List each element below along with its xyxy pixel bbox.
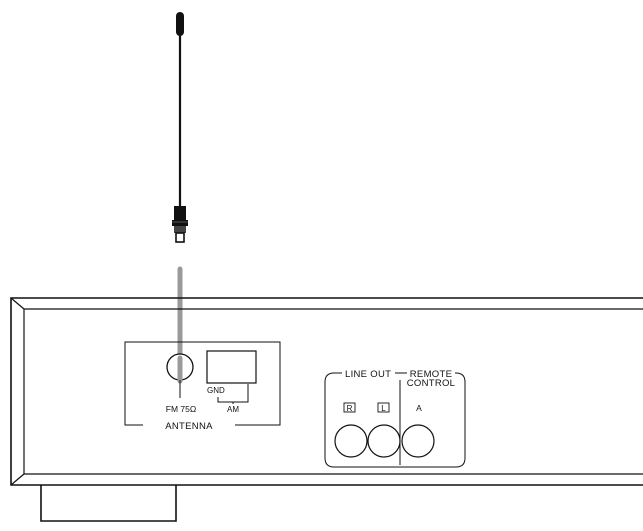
am-antenna-terminal[interactable] xyxy=(206,350,257,384)
line-out-left-jack[interactable] xyxy=(367,424,401,458)
right-channel-label: R xyxy=(347,404,353,413)
remote-label-line2: CONTROL xyxy=(407,378,456,389)
remote-control-jack[interactable] xyxy=(401,424,435,458)
line-out-label: LINE OUT xyxy=(345,369,391,380)
left-channel-badge xyxy=(377,402,390,413)
am-label: AM xyxy=(227,405,239,414)
fm-jack-label: FM 75Ω xyxy=(166,404,196,414)
right-channel-badge xyxy=(343,402,356,413)
left-channel-label: L xyxy=(381,404,386,413)
output-section: LINE OUT REMOTE CONTROL R L A xyxy=(324,369,466,468)
line-out-right-jack[interactable] xyxy=(334,424,368,458)
antenna-section: ANTENNA FM 75Ω GND AM xyxy=(124,341,281,432)
unit-rear-panel xyxy=(10,297,643,522)
remote-label-line1: REMOTE xyxy=(410,369,452,380)
fm-antenna xyxy=(172,12,188,384)
unit-foot xyxy=(40,485,177,522)
antenna-section-label: ANTENNA xyxy=(165,421,213,432)
antenna-plug xyxy=(172,206,188,243)
remote-jack-label: A xyxy=(416,403,422,413)
gnd-label: GND xyxy=(207,386,225,395)
antenna-tip xyxy=(176,12,184,36)
